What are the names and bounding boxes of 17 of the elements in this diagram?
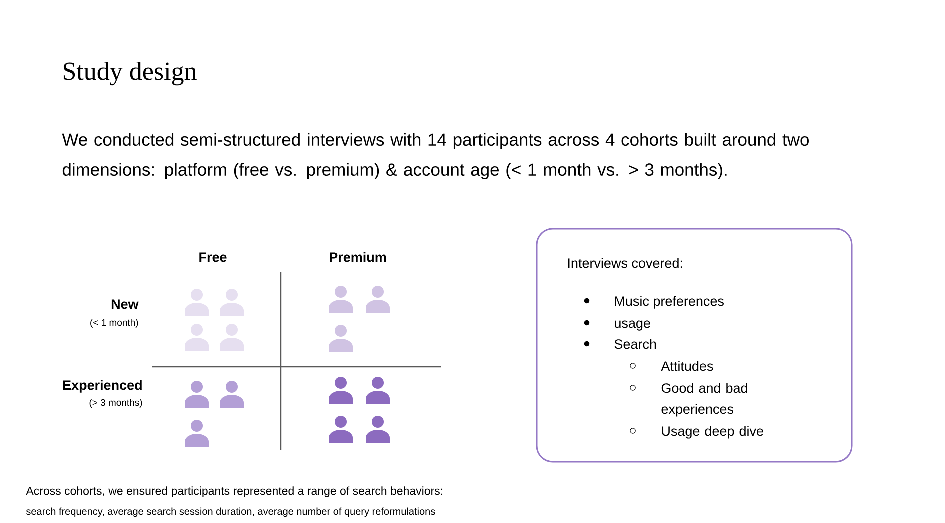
sub-bullet-item: Usage deep dive [630, 426, 764, 439]
row-subheader: (> 3 months) [90, 399, 142, 408]
bullet-item: Search [584, 339, 656, 350]
column-header: Free [200, 252, 227, 262]
row-subheader: (< 1 month) [90, 319, 138, 328]
sub-bullet-item: Attitudes [630, 361, 714, 372]
slide-title: Study design [64, 62, 197, 86]
column-header: Premium [330, 252, 386, 262]
row-header: Experienced [63, 380, 142, 393]
box-heading: Interviews covered: [568, 258, 682, 268]
footnote: search frequency, average search session duration, average number of query reformulations [26, 508, 436, 518]
bullet-item: Music preferences [584, 296, 724, 309]
bullet-item: usage [584, 320, 650, 331]
row-header: New [112, 300, 139, 310]
paragraph: We conducted semi-structured interviews with 14 participants across 4 cohorts built around two dimensions: platform (free vs. premium) & account age (< 1 month vs. > 3 months). [62, 133, 809, 180]
footnote: Across cohorts, we ensured participants represented a range of search behaviors: [26, 486, 442, 498]
sub-bullet-item: Good and bad experiences [630, 383, 748, 417]
